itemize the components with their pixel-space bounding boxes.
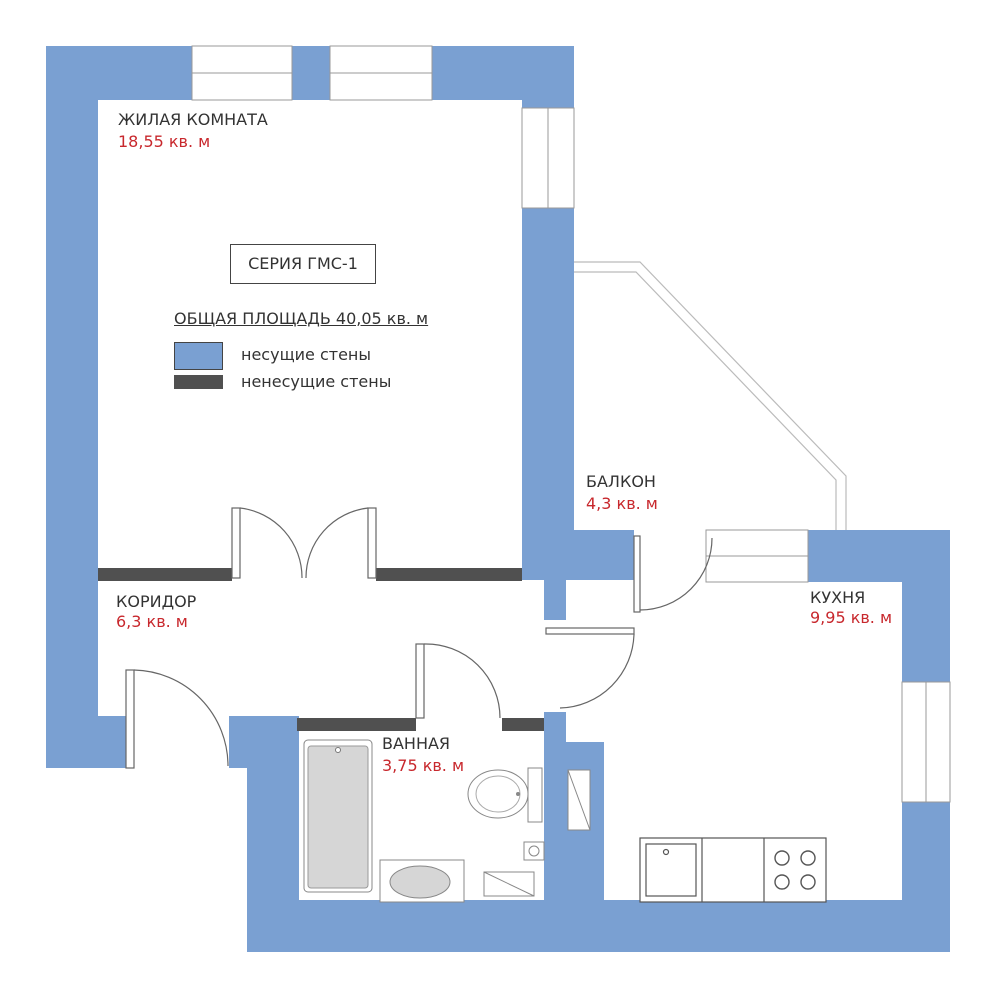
room-name-living: ЖИЛАЯ КОМНАТА bbox=[118, 110, 268, 129]
room-area-living: 18,55 кв. м bbox=[118, 132, 211, 151]
room-area-bathroom: 3,75 кв. м bbox=[382, 756, 465, 775]
bearing-walls bbox=[46, 46, 950, 952]
room-name-corridor: КОРИДОР bbox=[116, 592, 197, 611]
balcony-railing bbox=[574, 261, 847, 530]
total-area: ОБЩАЯ ПЛОЩАДЬ 40,05 кв. м bbox=[174, 309, 429, 328]
toilet-icon bbox=[467, 767, 543, 823]
legend-swatch-bearing bbox=[174, 342, 223, 370]
ventilation-shaft-icon bbox=[483, 769, 591, 897]
doors bbox=[125, 507, 713, 769]
room-area-balcony: 4,3 кв. м bbox=[586, 494, 658, 513]
bathtub-icon bbox=[303, 739, 373, 893]
drain-icon bbox=[523, 841, 545, 861]
legend-swatch-partition bbox=[174, 375, 223, 389]
legend-label-bearing: несущие стены bbox=[241, 345, 372, 364]
legend-label-partition: ненесущие стены bbox=[241, 372, 392, 391]
room-area-kitchen: 9,95 кв. м bbox=[810, 608, 893, 627]
kitchen-sink-icon bbox=[645, 843, 697, 897]
windows bbox=[191, 45, 951, 803]
partition-walls bbox=[98, 568, 544, 731]
room-name-balcony: БАЛКОН bbox=[586, 472, 656, 491]
room-area-corridor: 6,3 кв. м bbox=[116, 612, 188, 631]
room-name-kitchen: КУХНЯ bbox=[810, 588, 866, 607]
series-title: СЕРИЯ ГМС-1 bbox=[230, 244, 376, 284]
stove-icon bbox=[774, 850, 816, 890]
sink-icon bbox=[379, 859, 465, 903]
room-name-bathroom: ВАННАЯ bbox=[382, 734, 451, 753]
kitchen-counter bbox=[639, 837, 827, 903]
